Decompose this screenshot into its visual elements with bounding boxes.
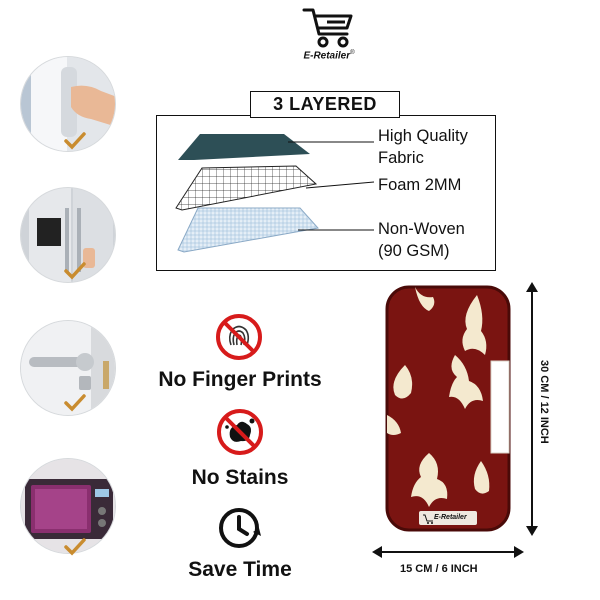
layer-illustration bbox=[175, 134, 375, 253]
feature-no-finger-prints: No Finger Prints bbox=[158, 368, 322, 391]
width-arrow-icon bbox=[372, 546, 524, 558]
feature-no-stains: No Stains bbox=[191, 466, 289, 489]
door-handle-image bbox=[20, 320, 116, 416]
product-tag: E-Retailer bbox=[434, 514, 467, 521]
layer-title: 3 LAYERED bbox=[250, 91, 400, 118]
feature-save-time: Save Time bbox=[188, 558, 292, 581]
height-label: 30 CM / 12 INCH bbox=[538, 360, 550, 444]
layer-label-foam: Foam 2MM bbox=[378, 176, 462, 194]
microwave-image bbox=[20, 458, 116, 554]
no-stain-icon bbox=[217, 409, 263, 455]
no-fingerprint-icon bbox=[216, 314, 262, 360]
checkmark-icon bbox=[64, 394, 86, 412]
layer-label-nonwoven: Non-Woven (90 GSM) bbox=[378, 220, 465, 260]
clock-icon bbox=[219, 508, 261, 548]
fridge-handle-image bbox=[20, 56, 116, 152]
handle-cover-product bbox=[385, 285, 511, 532]
width-label: 15 CM / 6 INCH bbox=[400, 563, 478, 575]
checkmark-icon bbox=[64, 538, 86, 556]
layer-label-fabric: High Quality Fabric bbox=[378, 127, 468, 167]
shopping-cart-icon bbox=[302, 8, 353, 48]
brand-name: E-Retailer® bbox=[303, 50, 355, 62]
brand-logo: E-Retailer® bbox=[287, 4, 371, 78]
checkmark-icon bbox=[64, 132, 86, 150]
checkmark-icon bbox=[64, 262, 86, 280]
height-arrow-icon bbox=[526, 282, 538, 536]
